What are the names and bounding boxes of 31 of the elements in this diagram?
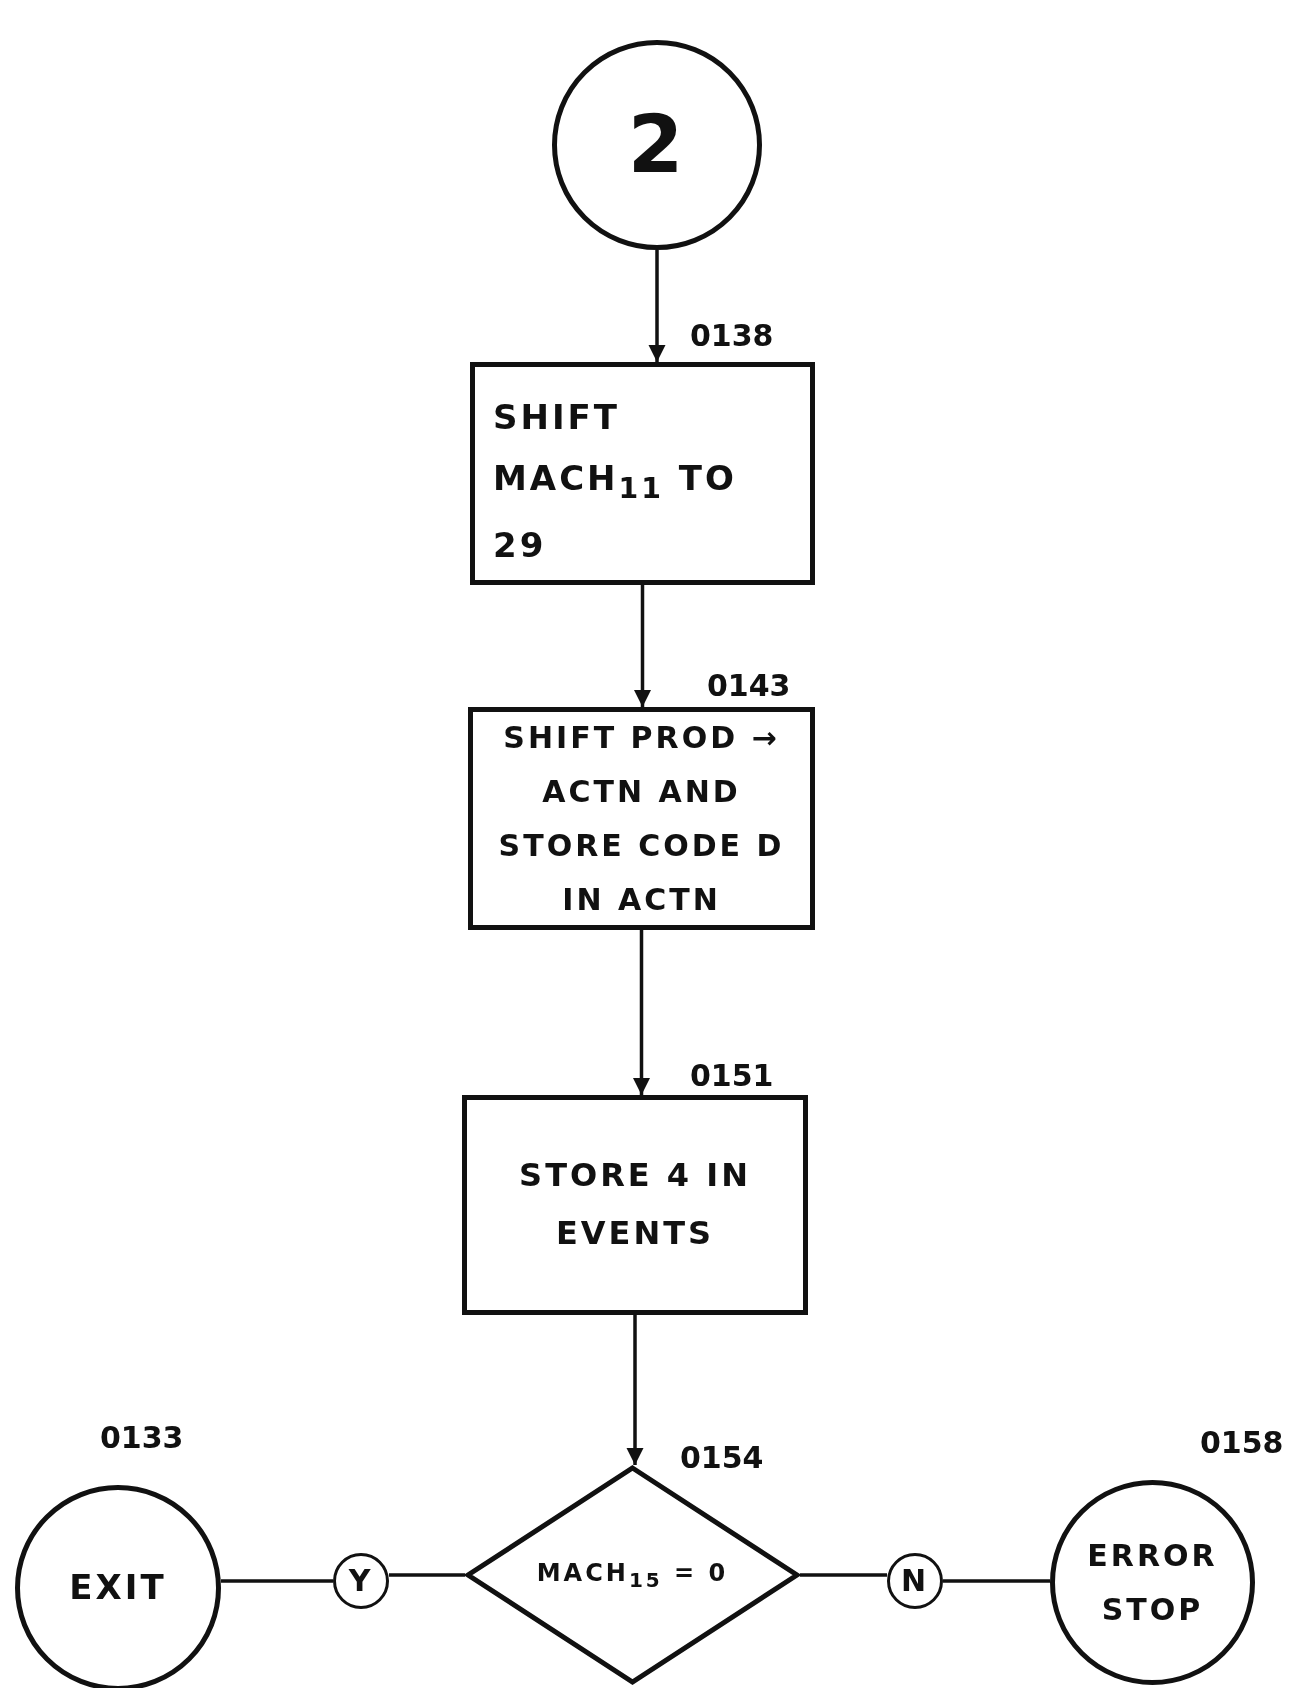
step-number: 0158 xyxy=(1200,1425,1284,1460)
node-label: Y xyxy=(347,1562,375,1600)
node-label: 2 xyxy=(626,97,688,193)
step-number: 0154 xyxy=(680,1440,764,1475)
branch-circle xyxy=(887,1553,943,1609)
node-label: SHIFT MACH$_{11}$ TO 29 xyxy=(493,396,738,567)
connector-line xyxy=(389,1573,465,1577)
step-number: 0151 xyxy=(690,1058,774,1093)
step-number: 0133 xyxy=(100,1420,184,1455)
terminal-circle xyxy=(1050,1480,1255,1685)
node-label: STORE 4 IN EVENTS xyxy=(518,1155,752,1254)
process-box xyxy=(462,1095,808,1315)
step-number: 0138 xyxy=(690,318,774,353)
branch-circle xyxy=(333,1553,389,1609)
node-label: MACH$_{15}$ = 0 xyxy=(535,1558,730,1594)
node-label: ERROR STOP xyxy=(1086,1536,1219,1629)
step-number: 0143 xyxy=(707,668,791,703)
arrow xyxy=(633,585,652,707)
arrow xyxy=(626,1315,644,1465)
node-label: SHIFT PROD → ACTN AND STORE CODE D IN ACTN xyxy=(497,718,786,919)
connector-circle xyxy=(552,40,762,250)
node-label: EXIT xyxy=(68,1566,168,1610)
process-box xyxy=(468,707,815,930)
connector-line xyxy=(943,1579,1050,1583)
process-box xyxy=(470,362,815,585)
node-label: N xyxy=(899,1562,931,1600)
terminal-circle xyxy=(15,1485,221,1688)
arrow xyxy=(632,930,651,1095)
connector-line xyxy=(800,1573,887,1577)
arrow xyxy=(648,250,666,362)
connector-line xyxy=(221,1579,333,1583)
